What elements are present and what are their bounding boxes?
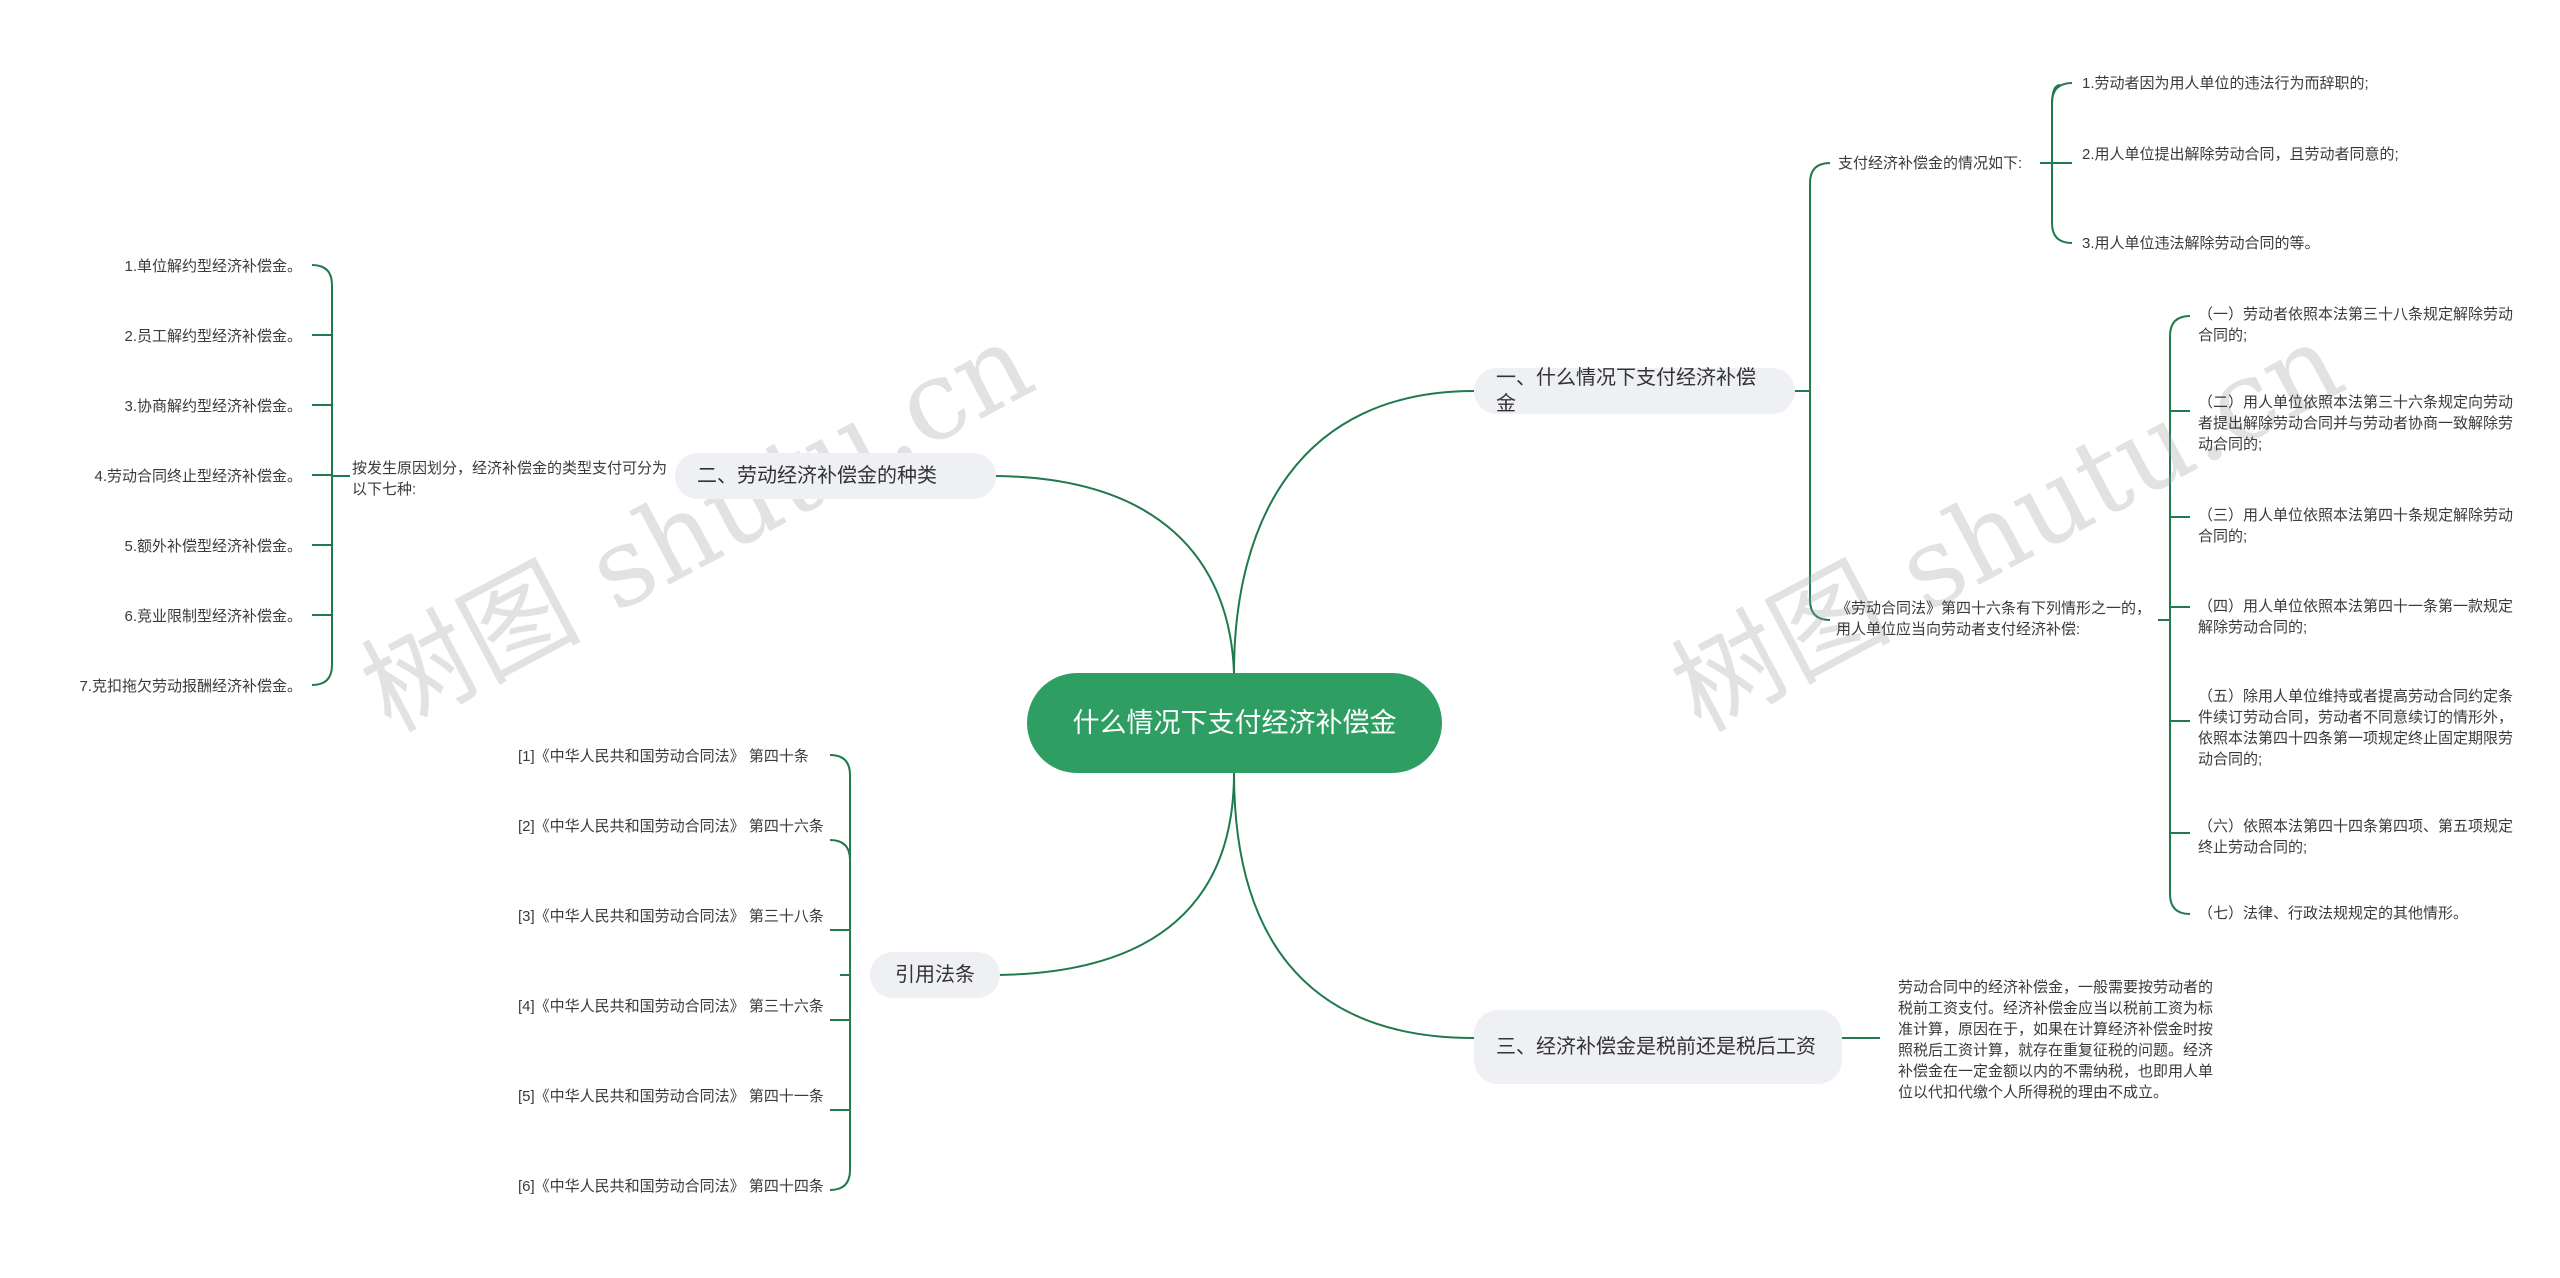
branch-when-to-pay-label: 一、什么情况下支付经济补偿金 xyxy=(1496,367,1756,415)
compensation-type-item[interactable]: 1.单位解约型经济补偿金。 xyxy=(124,258,302,275)
article-46-item[interactable]: （六）依照本法第四十四条第四项、第五项规定终止劳动合同的; xyxy=(2198,818,2514,856)
branch-pre-or-post-tax-label: 三、经济补偿金是税前还是税后工资 xyxy=(1496,1036,1816,1058)
article-46-item[interactable]: （五）除用人单位维持或者提高劳动合同约定条件续订劳动合同，劳动者不同意续订的情形… xyxy=(2198,688,2514,768)
compensation-type-item[interactable]: 2.员工解约型经济补偿金。 xyxy=(124,328,302,345)
article-46-item[interactable]: （一）劳动者依照本法第三十八条规定解除劳动合同的; xyxy=(2198,306,2514,344)
pay-situation-item[interactable]: 1.劳动者因为用人单位的违法行为而辞职的; xyxy=(2082,75,2369,92)
compensation-type-item[interactable]: 6.竞业限制型经济补偿金。 xyxy=(124,608,302,625)
root-topic-label: 什么情况下支付经济补偿金 xyxy=(1072,708,1397,738)
compensation-type-item[interactable]: 4.劳动合同终止型经济补偿金。 xyxy=(94,468,302,485)
pay-situation-item[interactable]: 3.用人单位违法解除劳动合同的等。 xyxy=(2082,235,2320,252)
pay-situations-label[interactable]: 支付经济补偿金的情况如下: xyxy=(1838,155,2023,172)
cited-law-item[interactable]: [6]《中华人民共和国劳动合同法》 第四十四条 xyxy=(518,1178,824,1195)
pay-situation-item[interactable]: 2.用人单位提出解除劳动合同，且劳动者同意的; xyxy=(2082,146,2399,163)
cited-law-item[interactable]: [5]《中华人民共和国劳动合同法》 第四十一条 xyxy=(518,1088,824,1105)
branch-cited-laws-label: 引用法条 xyxy=(895,964,975,986)
compensation-type-item[interactable]: 5.额外补偿型经济补偿金。 xyxy=(124,538,302,555)
root-topic[interactable]: 什么情况下支付经济补偿金 xyxy=(1027,673,1442,773)
article-46-item[interactable]: （二）用人单位依照本法第三十六条规定向劳动者提出解除劳动合同并与劳动者协商一致解… xyxy=(2198,394,2514,453)
cited-law-item[interactable]: [4]《中华人民共和国劳动合同法》 第三十六条 xyxy=(518,998,824,1015)
cited-law-item[interactable]: [1]《中华人民共和国劳动合同法》 第四十条 xyxy=(518,748,809,765)
article-46-item[interactable]: （四）用人单位依照本法第四十一条第一款规定解除劳动合同的; xyxy=(2198,598,2514,636)
article-46-item[interactable]: （七）法律、行政法规规定的其他情形。 xyxy=(2198,905,2469,922)
compensation-type-item[interactable]: 3.协商解约型经济补偿金。 xyxy=(124,398,302,415)
branch-when-to-pay[interactable]: 一、什么情况下支付经济补偿金 xyxy=(1474,367,1795,415)
article-46-item[interactable]: （三）用人单位依照本法第四十条规定解除劳动合同的; xyxy=(2198,507,2514,545)
compensation-types-label[interactable]: 按发生原因划分，经济补偿金的类型支付可分为以下七种: xyxy=(352,460,668,498)
branch-cited-laws[interactable]: 引用法条 xyxy=(870,952,1000,998)
branch-compensation-types[interactable]: 二、劳动经济补偿金的种类 xyxy=(675,453,996,499)
branch-compensation-types-label: 二、劳动经济补偿金的种类 xyxy=(697,465,937,487)
article-46-label[interactable]: 《劳动合同法》第四十六条有下列情形之一的，用人单位应当向劳动者支付经济补偿: xyxy=(1836,600,2152,638)
cited-law-item[interactable]: [3]《中华人民共和国劳动合同法》 第三十八条 xyxy=(518,908,824,925)
branch-pre-or-post-tax[interactable]: 三、经济补偿金是税前还是税后工资 xyxy=(1474,1010,1842,1084)
tax-explanation-text[interactable]: 劳动合同中的经济补偿金，一般需要按劳动者的税前工资支付。经济补偿金应当以税前工资… xyxy=(1898,979,2214,1101)
compensation-type-item[interactable]: 7.克扣拖欠劳动报酬经济补偿金。 xyxy=(79,678,302,695)
cited-law-item[interactable]: [2]《中华人民共和国劳动合同法》 第四十六条 xyxy=(518,818,824,835)
